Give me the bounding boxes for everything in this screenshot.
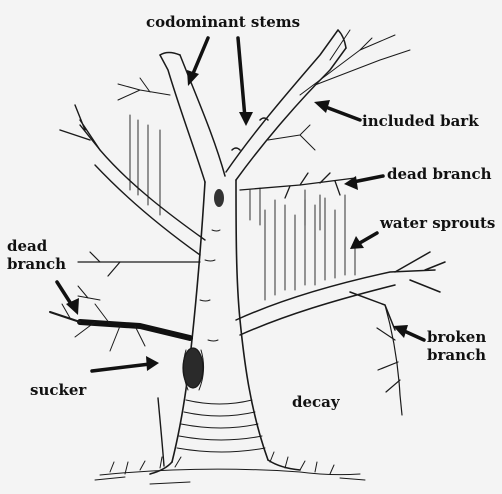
ground-grass (95, 452, 365, 484)
arrow-codominant-right (238, 38, 245, 118)
label-decay: decay (292, 393, 340, 411)
trunk (150, 180, 300, 474)
arrow-included-bark (323, 106, 360, 120)
left-top-twigs (118, 78, 170, 100)
trunk-bark-rings (177, 230, 265, 452)
label-water-sprouts: water sprouts (380, 214, 495, 232)
upper-right-small-twigs (268, 125, 315, 150)
dead-branch-left (50, 286, 190, 351)
sucker-shoot (158, 398, 164, 466)
codominant-stems (160, 30, 346, 182)
label-broken-branch: broken branch (427, 328, 486, 364)
label-dead-branch-right: dead branch (387, 165, 492, 183)
arrow-codominant-left (192, 38, 208, 76)
label-dead-branch-left: dead branch (7, 237, 66, 273)
left-mid-branch (78, 252, 200, 276)
label-sucker: sucker (30, 381, 86, 399)
label-codominant-stems: codominant stems (146, 13, 300, 31)
broken-branch (377, 305, 402, 415)
right-main-branch (236, 252, 445, 335)
label-included-bark: included bark (362, 112, 479, 130)
dead-branch-right (240, 173, 355, 198)
arrow-sucker (92, 364, 150, 371)
upper-right-twigs (300, 30, 410, 95)
water-sprouts (130, 115, 355, 300)
decay-cavity (183, 348, 204, 390)
arrow-dead-branch-right (353, 176, 383, 182)
arrow-water-sprouts (358, 233, 377, 244)
left-upper-branch (60, 105, 205, 255)
